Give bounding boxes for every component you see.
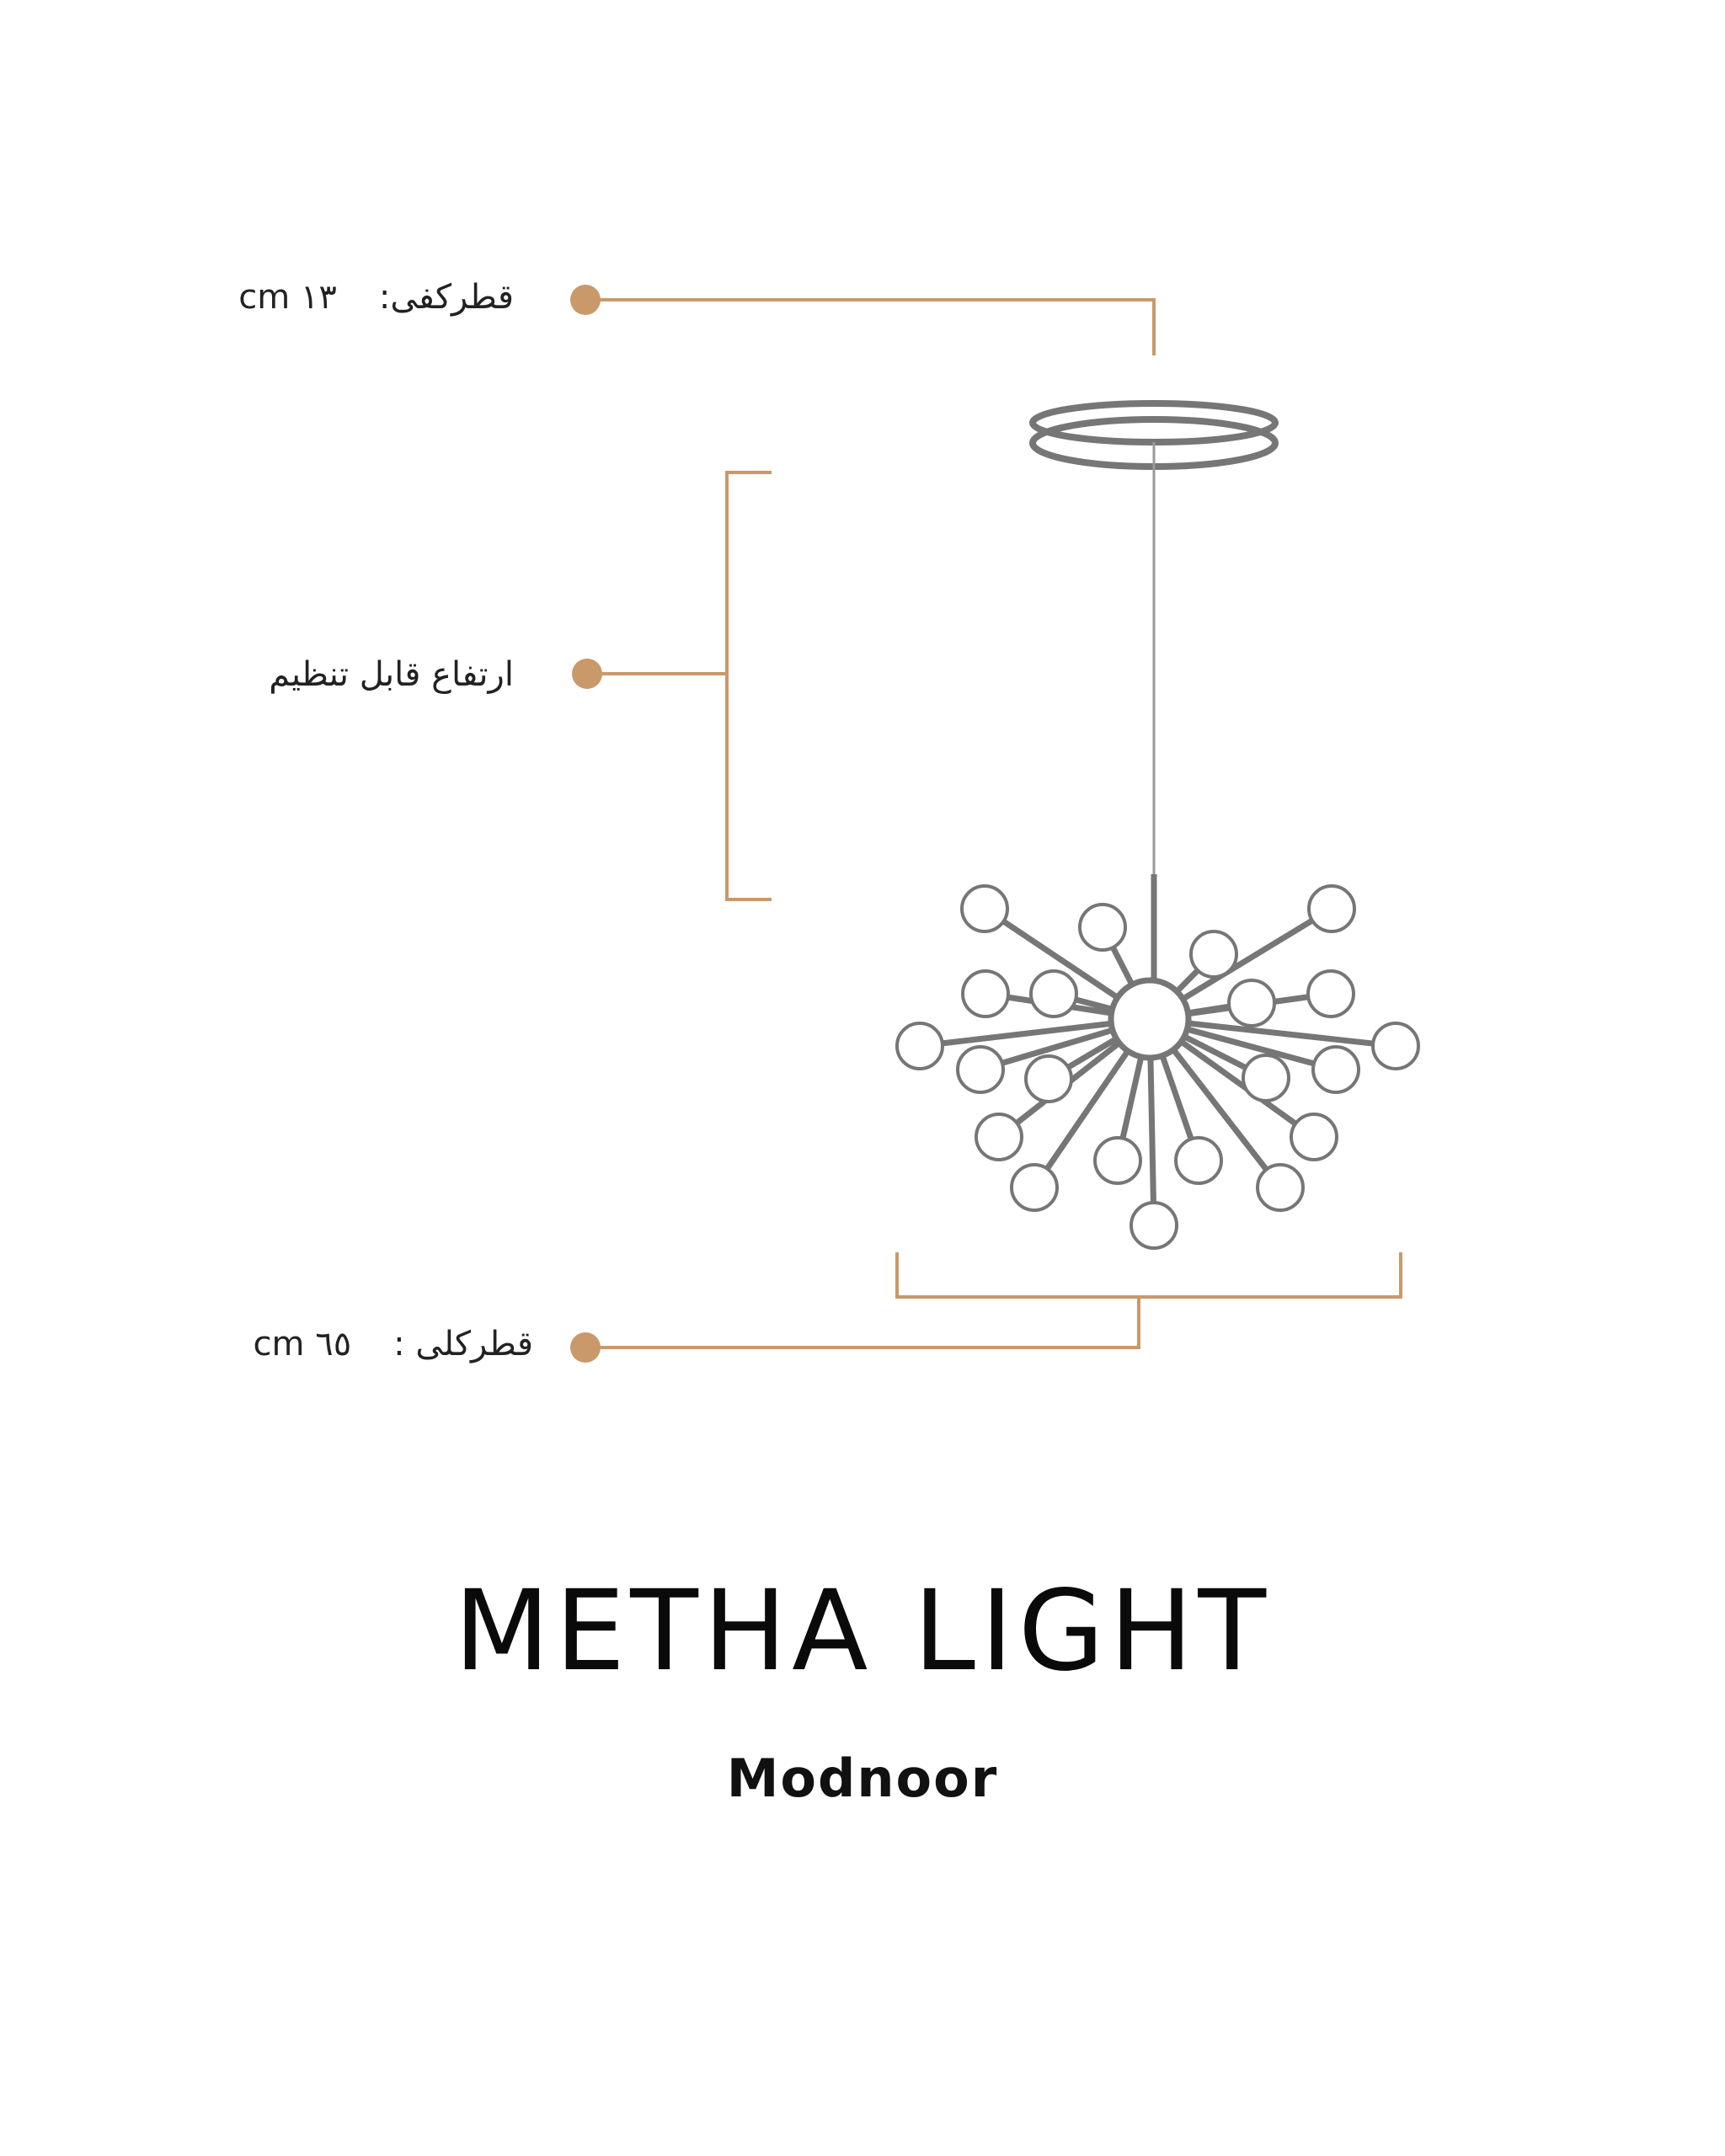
overall-diameter-label: قطرکلی : ٦٥ cm bbox=[254, 1325, 533, 1364]
adjustable-height-bracket bbox=[587, 471, 772, 901]
fixture-globe bbox=[1024, 1054, 1073, 1103]
fixture-globe bbox=[1093, 1136, 1142, 1185]
adjustable-height-label: ارتفاع قابل تنظیم bbox=[269, 655, 514, 694]
fixture-globe bbox=[1306, 969, 1355, 1018]
fixture-globe bbox=[1010, 1163, 1059, 1212]
brand-logo: Modnoor bbox=[726, 1748, 999, 1809]
overall-diameter-marker bbox=[570, 1332, 601, 1363]
fixture-globe bbox=[1307, 884, 1356, 933]
fixture-globe bbox=[1290, 1113, 1338, 1161]
fixture-globe bbox=[1256, 1163, 1305, 1212]
fixture-globe bbox=[1311, 1045, 1360, 1094]
fixture-globe bbox=[1174, 1136, 1223, 1185]
ceiling-diameter-value: ۱۳ cm bbox=[238, 278, 337, 317]
fixture-globe bbox=[1130, 1201, 1178, 1250]
fixture-globe bbox=[1189, 930, 1238, 979]
fixture-hub bbox=[1108, 977, 1192, 1061]
overall-diameter-title: قطرکلی : bbox=[393, 1325, 533, 1364]
overall-diameter-value: ٦٥ cm bbox=[253, 1325, 352, 1364]
fixture-globe bbox=[1227, 979, 1276, 1027]
adjustable-height-marker bbox=[572, 659, 602, 689]
ceiling-diameter-callout bbox=[585, 298, 1156, 355]
fixture-globe bbox=[975, 1113, 1023, 1161]
fixture-globe bbox=[1371, 1022, 1420, 1070]
product-title: METHA LIGHT bbox=[453, 1566, 1272, 1696]
fixture-globe bbox=[961, 969, 1010, 1018]
fixture-globe bbox=[956, 1045, 1005, 1094]
ceiling-diameter-label: قطرکفی: ۱۳ cm bbox=[238, 278, 514, 317]
fixture-globe bbox=[1029, 969, 1078, 1018]
ceiling-diameter-title: قطرکفی: bbox=[378, 278, 514, 317]
ceiling-diameter-marker bbox=[570, 285, 601, 315]
fixture-globe bbox=[895, 1022, 944, 1070]
fixture-globe bbox=[960, 884, 1009, 933]
fixture-globe bbox=[1242, 1054, 1290, 1102]
overall-diameter-bracket bbox=[585, 1252, 1402, 1349]
fixture-globe bbox=[1078, 903, 1127, 952]
fixture-globes bbox=[895, 884, 1420, 1250]
